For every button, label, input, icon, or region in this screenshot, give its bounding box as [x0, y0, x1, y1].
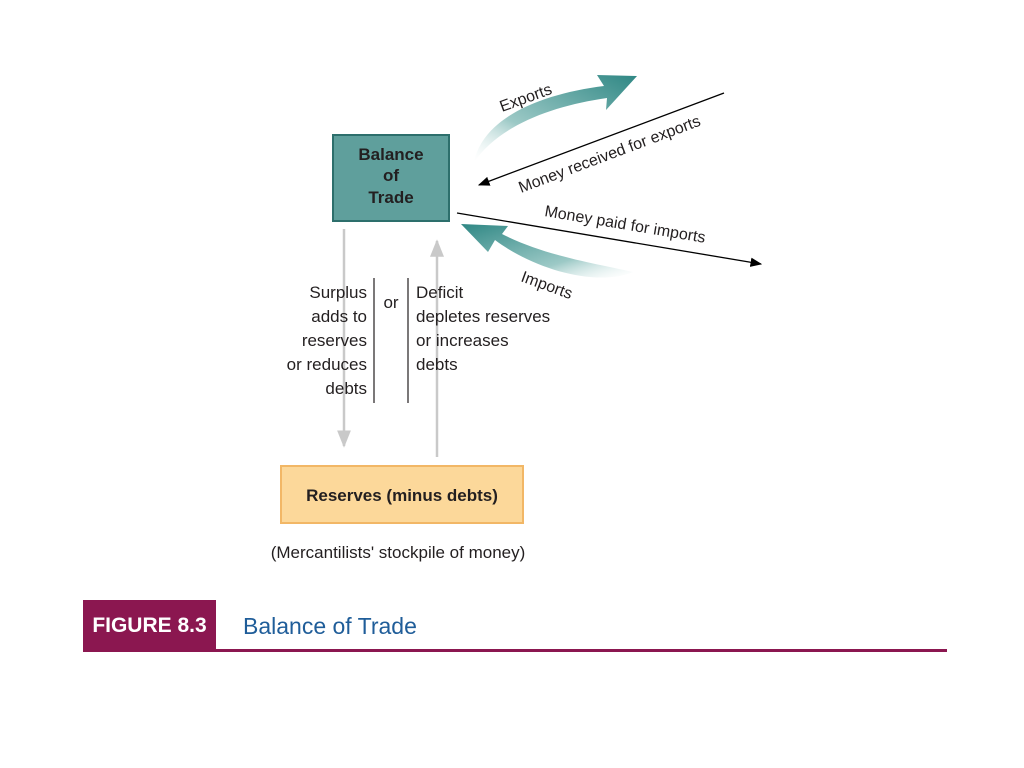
reserves-label: Reserves (minus debts) — [306, 486, 498, 505]
reserves-caption: (Mercantilists' stockpile of money) — [271, 543, 526, 562]
money-received-label: Money received for exports — [516, 113, 703, 197]
surplus-line-2: adds to — [311, 307, 367, 326]
deficit-note: Deficit depletes reserves or increases d… — [416, 283, 550, 374]
reserves-node: Reserves (minus debts) — [280, 465, 524, 524]
exports-arrow — [474, 75, 637, 162]
figure-title: Balance of Trade — [243, 613, 417, 639]
money-received-arrow — [477, 92, 725, 186]
surplus-line-1: Surplus — [309, 283, 367, 302]
deficit-line-1: Deficit — [416, 283, 464, 302]
money-paid-label: Money paid for imports — [543, 203, 706, 247]
bot-line-3: Trade — [368, 188, 413, 207]
deficit-line-2: depletes reserves — [416, 307, 550, 326]
or-label: or — [383, 293, 398, 312]
money-paid-arrow — [456, 212, 763, 267]
deficit-line-4: debts — [416, 355, 458, 374]
imports-arrow — [461, 224, 633, 278]
figure-caption-bar: FIGURE 8.3 Balance of Trade — [83, 600, 947, 652]
figure-number: FIGURE 8.3 — [83, 600, 216, 652]
surplus-line-3: reserves — [302, 331, 367, 350]
surplus-line-5: debts — [325, 379, 367, 398]
deficit-line-3: or increases — [416, 331, 509, 350]
balance-of-trade-node: Balance of Trade — [332, 134, 450, 222]
balance-of-trade-diagram: Balance of Trade Exports Money received … — [271, 75, 763, 562]
reserves-box — [280, 465, 524, 524]
imports-label: Imports — [519, 269, 575, 303]
balance-of-trade-box — [332, 134, 450, 222]
bot-line-2: of — [383, 166, 399, 185]
surplus-note: Surplus adds to reserves or reduces debt… — [287, 283, 367, 398]
bot-line-1: Balance — [358, 145, 423, 164]
surplus-line-4: or reduces — [287, 355, 367, 374]
